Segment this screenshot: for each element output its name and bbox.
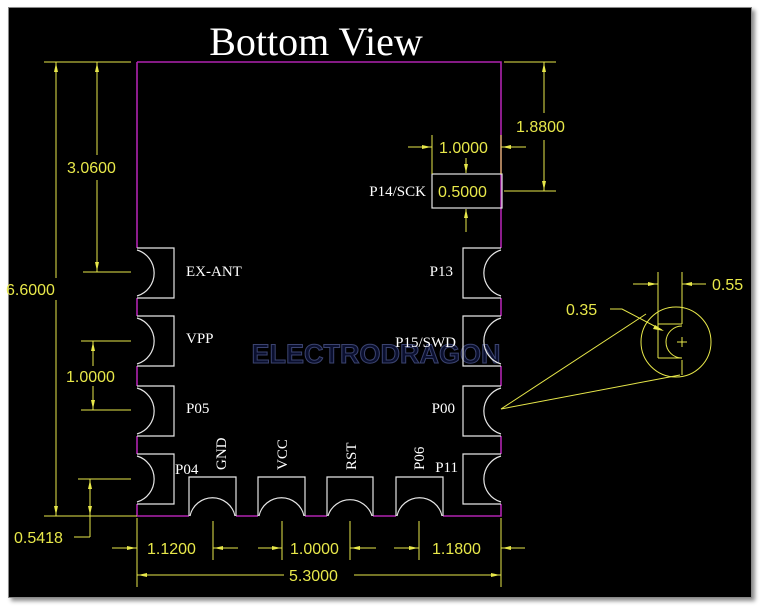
pin-label-p14-sck: P14/SCK (369, 184, 426, 200)
dimension-lines (44, 61, 712, 587)
pad-ex-ant (136, 247, 175, 299)
pin-label-vpp: VPP (186, 331, 214, 347)
pad-vcc (257, 476, 306, 517)
pin-label-p06: P06 (412, 446, 428, 470)
dim-overall-width: 5.3000 (289, 568, 338, 585)
pad-p05 (136, 385, 175, 437)
dim-detail-width: 0.55 (712, 277, 743, 294)
pad-p13 (462, 247, 502, 299)
watermark: ELECTRODRAGON (252, 339, 501, 369)
pad-p00 (462, 385, 502, 437)
pad-p06 (395, 476, 444, 517)
pin-label-gnd: GND (214, 437, 230, 470)
dim-left-to-first-bottom-pad: 1.1200 (147, 541, 196, 558)
pin-label-p05: P05 (186, 401, 209, 417)
dim-bottom-offset: 0.5418 (14, 530, 63, 547)
pin-label-p00: P00 (432, 401, 455, 417)
dim-pad-pitch-bottom: 1.0000 (290, 541, 339, 558)
pin-label-ex-ant: EX-ANT (186, 264, 242, 280)
pad-rst (326, 476, 374, 517)
dim-overall-height: 6.6000 (6, 282, 55, 299)
pin-label-vcc: VCC (275, 439, 291, 470)
pin-label-p13: P13 (430, 264, 453, 280)
dim-top-pad-height: 0.5000 (438, 184, 487, 201)
pad-vpp (136, 315, 175, 367)
pin-label-p11: P11 (435, 460, 458, 476)
dim-top-to-first-pad: 3.0600 (67, 160, 116, 177)
dim-last-bottom-pad-to-right: 1.1800 (432, 541, 481, 558)
pin-label-rst: RST (344, 442, 360, 470)
drawing-title: Bottom View (209, 19, 423, 64)
pad-p04 (136, 453, 175, 505)
dim-top-pad-offset: 1.8800 (516, 119, 565, 136)
pad-gnd (188, 476, 237, 517)
dim-detail-radius: 0.35 (566, 302, 597, 319)
module-outline (136, 61, 502, 517)
pad-p15-swd (462, 315, 502, 367)
bottom-pads (188, 476, 444, 517)
dim-top-pad-width: 1.0000 (439, 140, 488, 157)
right-pads (462, 247, 502, 505)
left-pads (136, 247, 175, 505)
pad-p11 (462, 453, 502, 505)
drawing-frame (8, 7, 752, 598)
pin-label-p04: P04 (175, 462, 199, 478)
pin-label-p15-swd: P15/SWD (395, 335, 456, 351)
pad-p14-sck (431, 173, 503, 209)
dim-pad-pitch-left: 1.0000 (66, 369, 115, 386)
